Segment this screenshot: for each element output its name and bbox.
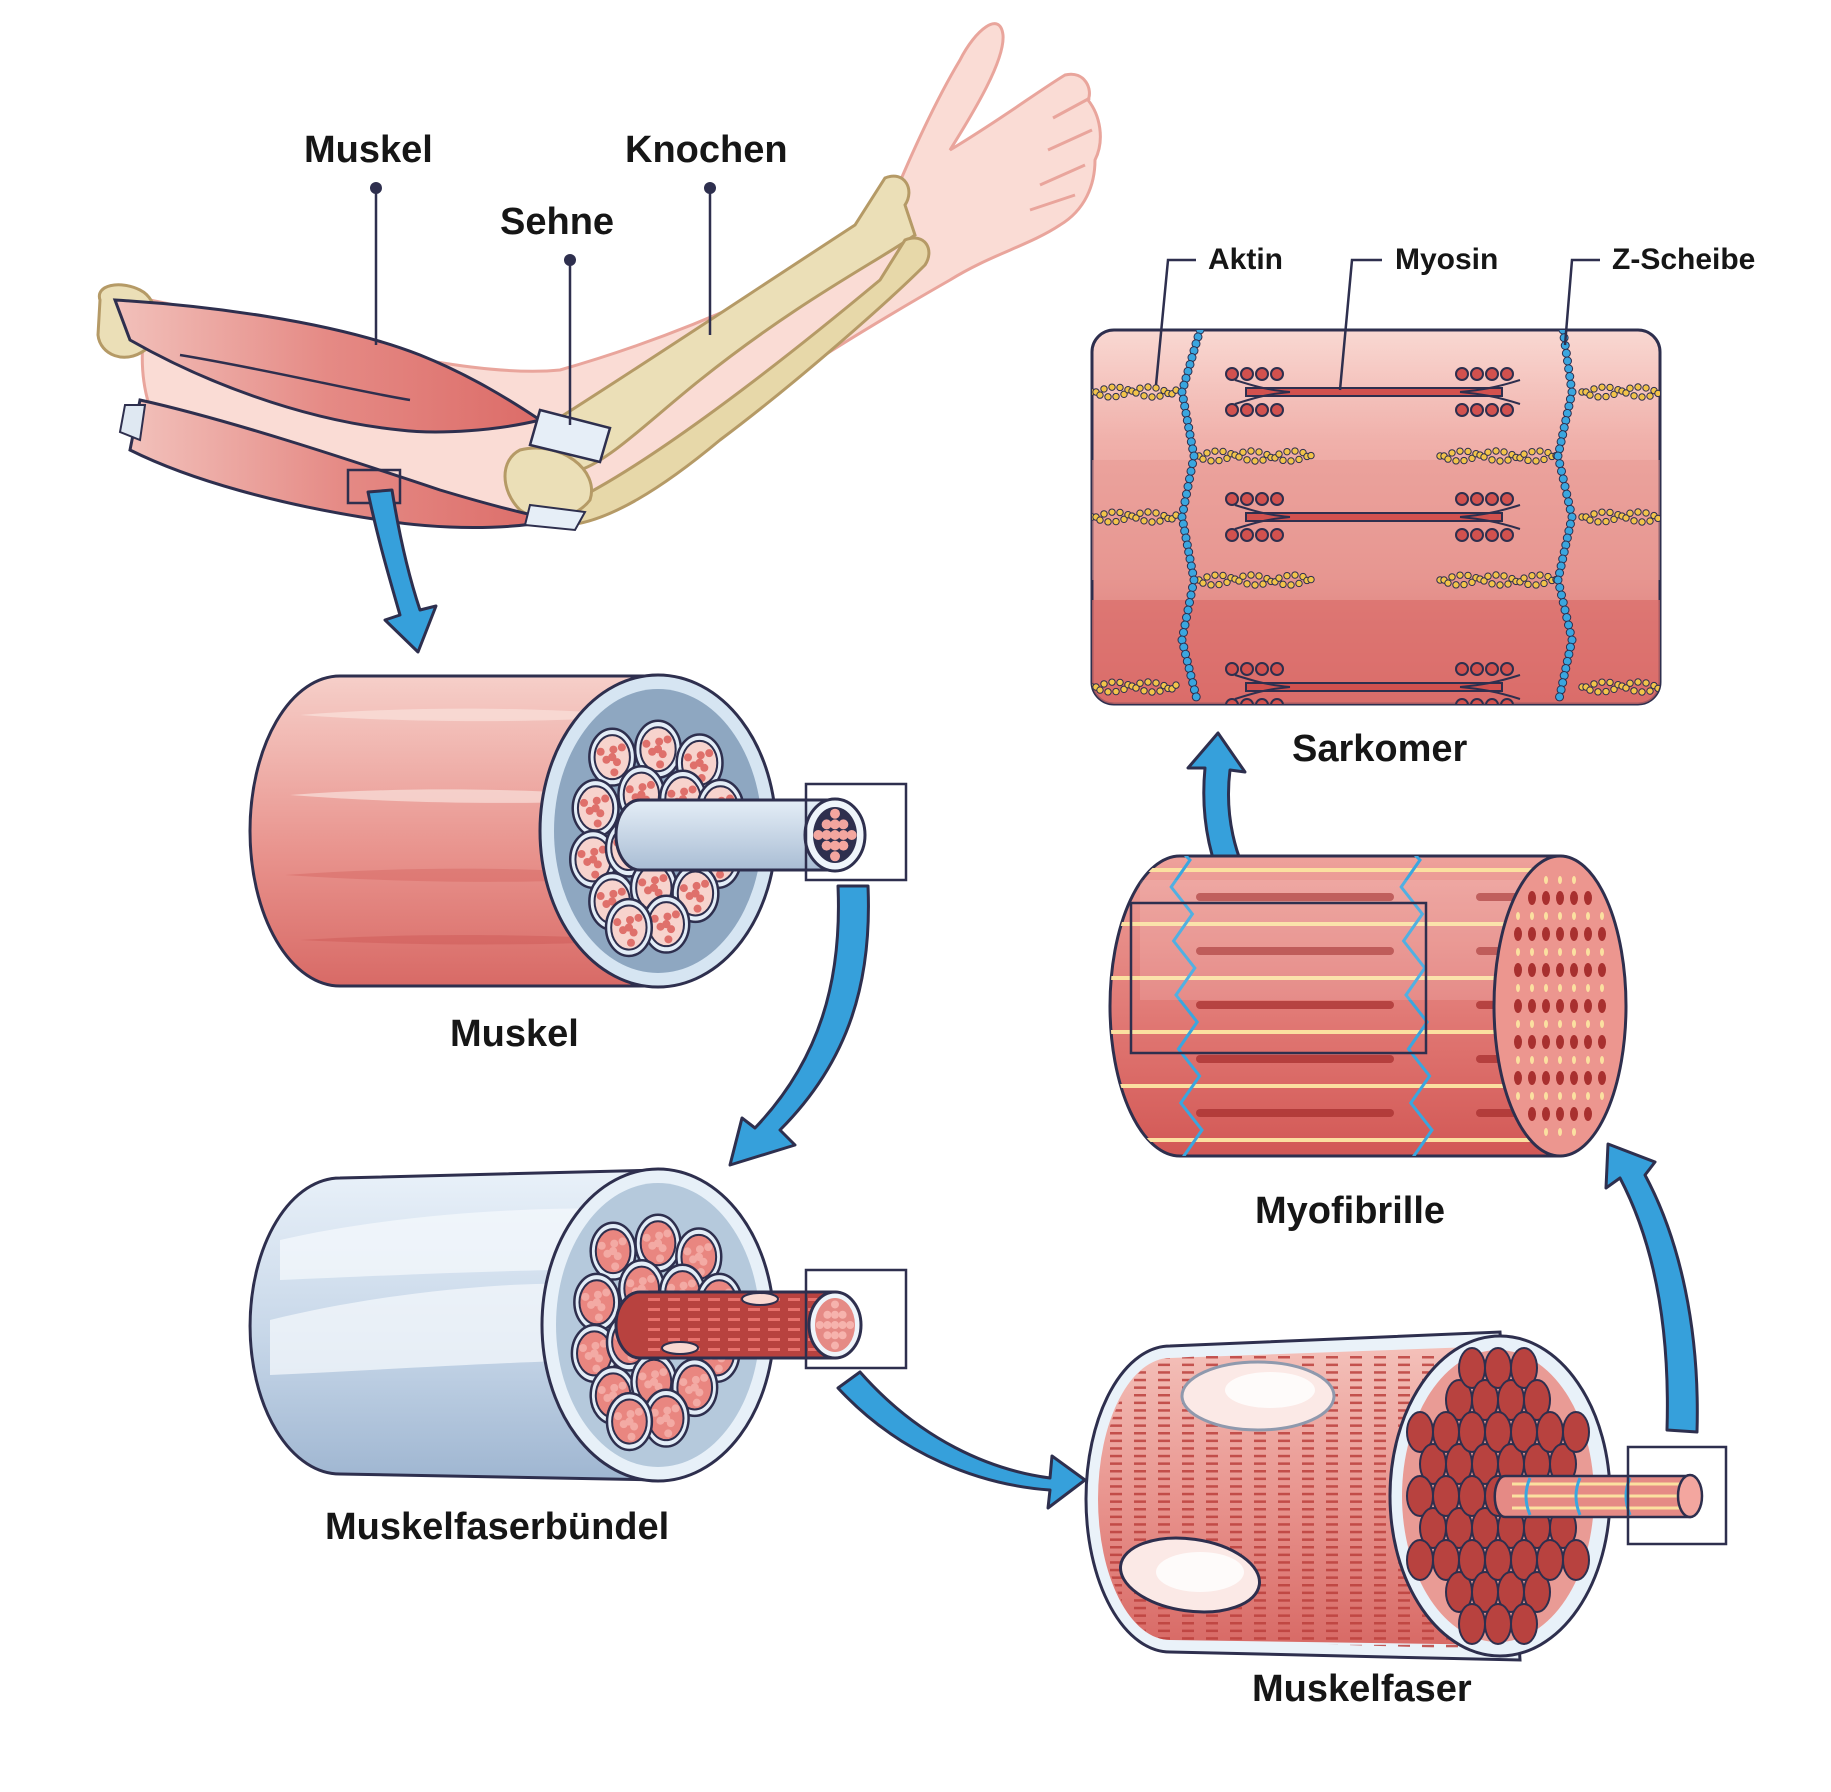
fascicle-surface-highlights bbox=[270, 1208, 640, 1375]
label-arm-bone: Knochen bbox=[625, 129, 788, 171]
label-fascicle: Muskelfaserbündel bbox=[325, 1506, 670, 1548]
actin-filament bbox=[1436, 571, 1560, 589]
label-muscle: Muskel bbox=[450, 1013, 579, 1055]
extracted-fascicle bbox=[614, 798, 837, 872]
fiber-zoom-box bbox=[1626, 1445, 1728, 1546]
myosin-filaments bbox=[1225, 367, 1521, 704]
myosin-filament bbox=[1225, 662, 1521, 704]
label-muscle-fiber: Muskelfaser bbox=[1252, 1668, 1472, 1710]
myofibril bbox=[1510, 1603, 1538, 1645]
fiber-nucleus bbox=[661, 1341, 699, 1355]
triceps-tendon bbox=[118, 404, 147, 442]
actin-filament bbox=[1578, 383, 1660, 401]
extracted-myofibril-stripes bbox=[1512, 1482, 1688, 1510]
label-actin: Aktin bbox=[1208, 243, 1283, 276]
triceps-distal-tendon bbox=[523, 503, 587, 532]
arrow-arm-to-muscle bbox=[366, 488, 438, 654]
label-myosin: Myosin bbox=[1395, 243, 1499, 276]
arm-leader-lines bbox=[370, 182, 716, 425]
actin-filament bbox=[1092, 678, 1180, 696]
label-z-disc: Z-Scheibe bbox=[1612, 243, 1756, 276]
label-myofibril: Myofibrille bbox=[1255, 1190, 1446, 1232]
z-disc bbox=[1553, 330, 1577, 702]
arrow-muscle-to-fascicle bbox=[728, 884, 870, 1167]
extracted-myofibril-end bbox=[1676, 1473, 1704, 1519]
actin-filament bbox=[1092, 383, 1180, 401]
myofibril bbox=[1510, 1347, 1538, 1389]
z-discs bbox=[1177, 330, 1577, 702]
label-sarcomere: Sarkomer bbox=[1292, 728, 1468, 770]
myofibril bbox=[1536, 1539, 1564, 1581]
z-line bbox=[1169, 856, 1204, 1156]
myofibril bbox=[1523, 1571, 1551, 1613]
myofibril bbox=[1458, 1603, 1486, 1645]
myosin-filament bbox=[1225, 492, 1521, 542]
actin-filament bbox=[1191, 447, 1315, 465]
bone-radius bbox=[537, 174, 917, 472]
myosin-filament bbox=[1225, 367, 1521, 417]
myofibril bbox=[1562, 1411, 1590, 1453]
myofibril bbox=[1562, 1539, 1590, 1581]
arm-illustration bbox=[96, 22, 1102, 532]
muscle-zoom-box bbox=[804, 782, 908, 882]
extracted-fascicle-fibers bbox=[813, 808, 857, 862]
sarcomere-illustration bbox=[1090, 258, 1662, 706]
z-line bbox=[1399, 856, 1434, 1156]
finger-creases bbox=[1029, 96, 1093, 212]
extracted-fiber-myofibrils bbox=[815, 1300, 855, 1350]
actin-filament bbox=[1578, 508, 1660, 526]
myofibril bbox=[1484, 1603, 1512, 1645]
fiber-nucleus bbox=[741, 1292, 779, 1306]
sarcomere-leader-lines bbox=[1154, 258, 1600, 391]
myofibril-filament-dots bbox=[1514, 876, 1606, 1136]
z-disc bbox=[1177, 330, 1205, 702]
label-arm-muscle: Muskel bbox=[304, 129, 433, 171]
myofibril bbox=[1523, 1379, 1551, 1421]
fascicle-zoom-box bbox=[804, 1268, 908, 1370]
actin-filament bbox=[1578, 678, 1660, 696]
muscle-cross-section bbox=[248, 673, 908, 989]
bone-ulna bbox=[563, 236, 931, 527]
myofibril bbox=[1406, 1539, 1434, 1581]
actin-filament bbox=[1092, 508, 1180, 526]
actin-filament bbox=[1191, 571, 1315, 589]
biceps-groove bbox=[179, 353, 411, 402]
myofibril-illustration bbox=[1108, 854, 1628, 1158]
label-arm-tendon: Sehne bbox=[500, 201, 615, 243]
myofibril-zoom-box bbox=[1129, 901, 1428, 1055]
fascicle-cross-section bbox=[248, 1167, 908, 1483]
arrow-fiber-to-myofibril bbox=[1604, 1142, 1699, 1434]
arrow-fascicle-to-fiber bbox=[836, 1370, 1087, 1510]
arm-tendon bbox=[528, 408, 612, 464]
fiber-cross-section bbox=[1084, 1330, 1728, 1662]
actin-filaments bbox=[1092, 383, 1660, 696]
actin-filament bbox=[1436, 447, 1560, 465]
